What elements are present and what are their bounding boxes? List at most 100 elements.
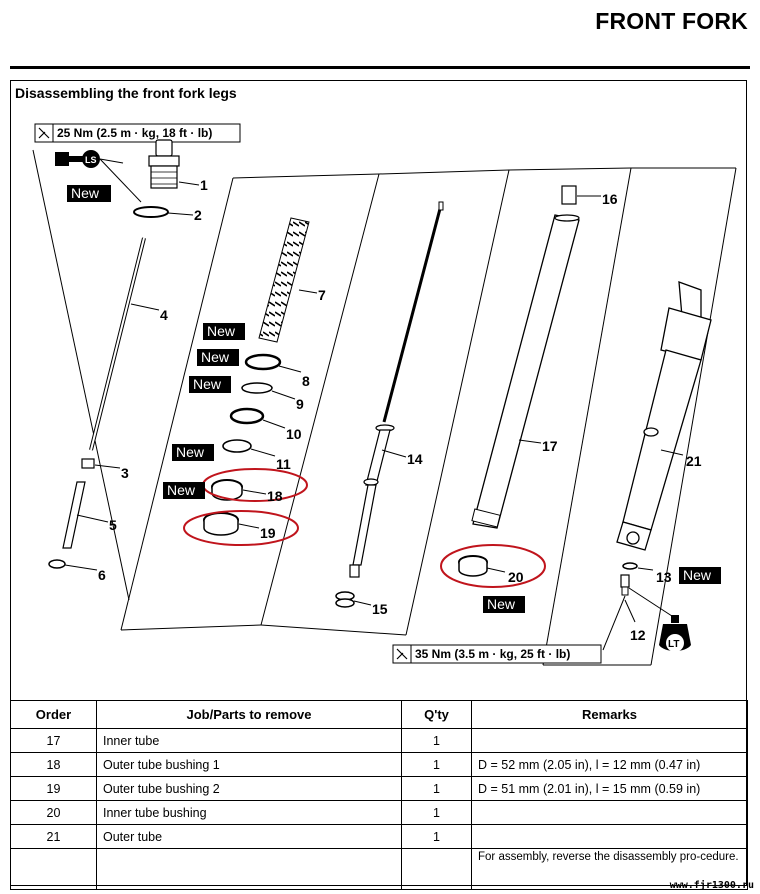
svg-text:18: 18 <box>267 488 283 504</box>
svg-text:2: 2 <box>194 207 202 223</box>
cell-qty: 1 <box>401 800 472 825</box>
new-badge: New <box>203 323 245 340</box>
outer-tube-bushing-2 <box>203 512 239 536</box>
watermark: www.fjr1300.ru <box>669 880 754 891</box>
table-row: 20 Inner tube bushing 1 <box>10 800 748 825</box>
svg-text:12: 12 <box>630 627 646 643</box>
title-rule <box>10 66 750 69</box>
svg-text:New: New <box>201 349 230 365</box>
panel-frames <box>32 149 737 666</box>
page-title: FRONT FORK <box>595 8 748 34</box>
cell-part: Inner tube bushing <box>96 800 402 825</box>
cell-part: Outer tube <box>96 824 402 849</box>
svg-text:New: New <box>167 482 196 498</box>
svg-text:4: 4 <box>160 307 168 323</box>
svg-text:New: New <box>683 567 712 583</box>
cap-bolt <box>148 139 180 189</box>
inner-tube-bushing <box>458 555 488 577</box>
cell-part: Outer tube bushing 1 <box>96 752 402 777</box>
oil-lock-piece <box>561 185 577 205</box>
svg-text:20: 20 <box>508 569 524 585</box>
cell-remarks <box>471 824 748 849</box>
copper-washer <box>622 562 638 570</box>
table-header-row: Order Job/Parts to remove Q'ty Remarks <box>10 700 748 729</box>
svg-text:19: 19 <box>260 525 276 541</box>
wrench-icon <box>38 127 50 139</box>
torque-spec-bottom: 35 Nm (3.5 m · kg, 25 ft · lb) <box>392 644 602 664</box>
svg-text:25 Nm (2.5 m · kg, 18 ft · lb): 25 Nm (2.5 m · kg, 18 ft · lb) <box>57 126 212 140</box>
svg-text:35 Nm (3.5 m · kg, 25 ft · lb): 35 Nm (3.5 m · kg, 25 ft · lb) <box>415 647 570 661</box>
header-remarks: Remarks <box>471 700 748 729</box>
cell-order: 20 <box>10 800 97 825</box>
svg-text:16: 16 <box>602 191 618 207</box>
svg-text:New: New <box>207 323 236 339</box>
svg-text:7: 7 <box>318 287 326 303</box>
svg-text:15: 15 <box>372 601 388 617</box>
cell-qty: 1 <box>401 728 472 753</box>
table-row: 21 Outer tube 1 <box>10 824 748 849</box>
spacer <box>62 481 86 549</box>
new-badge: New <box>163 482 205 499</box>
svg-text:3: 3 <box>121 465 129 481</box>
cell-order: 18 <box>10 752 97 777</box>
nut <box>81 458 95 469</box>
copper-washer <box>335 591 355 608</box>
dust-seal <box>244 353 282 371</box>
cell-part <box>96 848 402 890</box>
cell-order: 21 <box>10 824 97 849</box>
parts-table: Order Job/Parts to remove Q'ty Remarks 1… <box>10 700 748 890</box>
o-ring <box>133 206 169 218</box>
cell-qty: 1 <box>401 752 472 777</box>
lubricant-ls-icon: LS <box>55 150 142 203</box>
svg-text:5: 5 <box>109 517 117 533</box>
table-row: For assembly, reverse the disassembly pr… <box>10 848 748 890</box>
wrench-icon <box>396 648 408 660</box>
header-part: Job/Parts to remove <box>96 700 402 729</box>
table-row: 17 Inner tube 1 <box>10 728 748 753</box>
table-row: 19 Outer tube bushing 2 1 D = 51 mm (2.0… <box>10 776 748 801</box>
cell-remarks <box>471 728 748 753</box>
cell-qty <box>401 848 472 890</box>
new-badge: New <box>67 185 111 202</box>
cell-part: Inner tube <box>96 728 402 753</box>
cell-remarks <box>471 800 748 825</box>
highlight-circle <box>183 510 299 546</box>
svg-text:6: 6 <box>98 567 106 583</box>
oil-seal-clip <box>241 382 273 394</box>
cell-order: 17 <box>10 728 97 753</box>
svg-text:LT: LT <box>668 639 679 650</box>
svg-text:13: 13 <box>656 569 672 585</box>
new-badge: New <box>679 567 721 584</box>
svg-text:New: New <box>487 596 516 612</box>
new-badge: New <box>483 596 525 613</box>
cell-qty: 1 <box>401 776 472 801</box>
cell-order <box>10 848 97 890</box>
damper-rod-assembly <box>349 201 444 578</box>
outer-tube <box>616 281 712 551</box>
new-badge: New <box>172 444 214 461</box>
header-qty: Q'ty <box>401 700 472 729</box>
svg-text:17: 17 <box>542 438 558 454</box>
svg-text:9: 9 <box>296 396 304 412</box>
section-title: Disassembling the front fork legs <box>15 85 237 101</box>
svg-text:New: New <box>71 185 100 201</box>
svg-text:11: 11 <box>276 456 291 472</box>
new-badge: New <box>189 376 231 393</box>
svg-text:14: 14 <box>407 451 423 467</box>
cell-remarks: D = 51 mm (2.01 in), l = 15 mm (0.59 in) <box>471 776 748 801</box>
header-order: Order <box>10 700 97 729</box>
cell-qty: 1 <box>401 824 472 849</box>
new-badge: New <box>197 349 239 366</box>
locktite-lt-icon: LT <box>602 587 691 652</box>
exploded-diagram: 25 Nm (2.5 m · kg, 18 ft · lb) LS 1 New … <box>32 123 737 666</box>
table-row: 18 Outer tube bushing 1 1 D = 52 mm (2.0… <box>10 752 748 777</box>
cell-order: 19 <box>10 776 97 801</box>
cell-part: Outer tube bushing 2 <box>96 776 402 801</box>
cell-remarks: D = 52 mm (2.05 in), l = 12 mm (0.47 in) <box>471 752 748 777</box>
torque-spec-top: 25 Nm (2.5 m · kg, 18 ft · lb) <box>34 123 241 143</box>
svg-text:New: New <box>176 444 205 460</box>
svg-text:8: 8 <box>302 373 310 389</box>
washer <box>48 559 66 569</box>
fork-spring <box>258 217 310 343</box>
svg-text:21: 21 <box>686 453 702 469</box>
